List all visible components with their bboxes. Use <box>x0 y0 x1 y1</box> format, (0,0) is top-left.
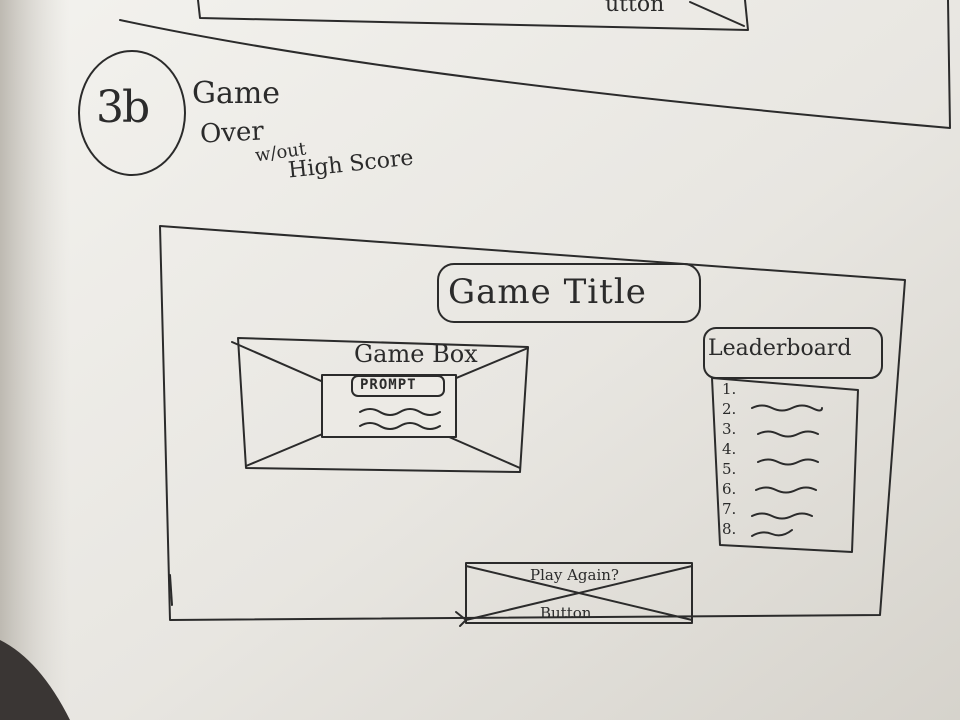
leaderboard-title: Leaderboard <box>708 336 852 361</box>
game-box <box>237 337 529 473</box>
leaderboard-squiggles <box>751 404 823 537</box>
leaderboard-rank: 1. <box>722 380 737 398</box>
play-again-button-label: Button <box>540 604 592 622</box>
leaderboard-rank: 4. <box>722 440 737 458</box>
annotation-line-game: Game <box>192 76 281 111</box>
prompt-label-box <box>351 375 445 397</box>
leaderboard-rank: 7. <box>722 500 737 518</box>
game-title: Game Title <box>448 272 647 312</box>
play-again-cross-b <box>465 565 693 621</box>
play-again-button-box <box>465 562 693 624</box>
leaderboard-rank: 5. <box>722 460 737 478</box>
previous-sketch-bottom <box>119 0 951 129</box>
prompt-squiggle-2 <box>359 422 441 430</box>
previous-sketch-cross <box>689 1 745 27</box>
previous-sketch-frame <box>197 0 749 31</box>
leaderboard-title-box <box>703 327 883 379</box>
previous-button-label: utton <box>605 0 665 17</box>
leaderboard-rank: 6. <box>722 480 737 498</box>
prompt-label: PROMPT <box>360 377 417 393</box>
step-number: 3b <box>96 82 150 133</box>
step-circle <box>78 50 186 176</box>
leaderboard-rank: 8. <box>722 520 737 538</box>
wireframe-frame <box>159 225 906 621</box>
leaderboard-rank: 3. <box>722 420 737 438</box>
leaderboard-rank: 2. <box>722 400 737 418</box>
game-box-label: Game Box <box>354 340 478 368</box>
leaderboard-list-box <box>711 377 859 553</box>
play-again-label: Play Again? <box>530 566 619 584</box>
shadow-corner <box>0 640 70 720</box>
prompt-squiggle-1 <box>359 408 441 416</box>
game-title-box <box>437 263 701 323</box>
